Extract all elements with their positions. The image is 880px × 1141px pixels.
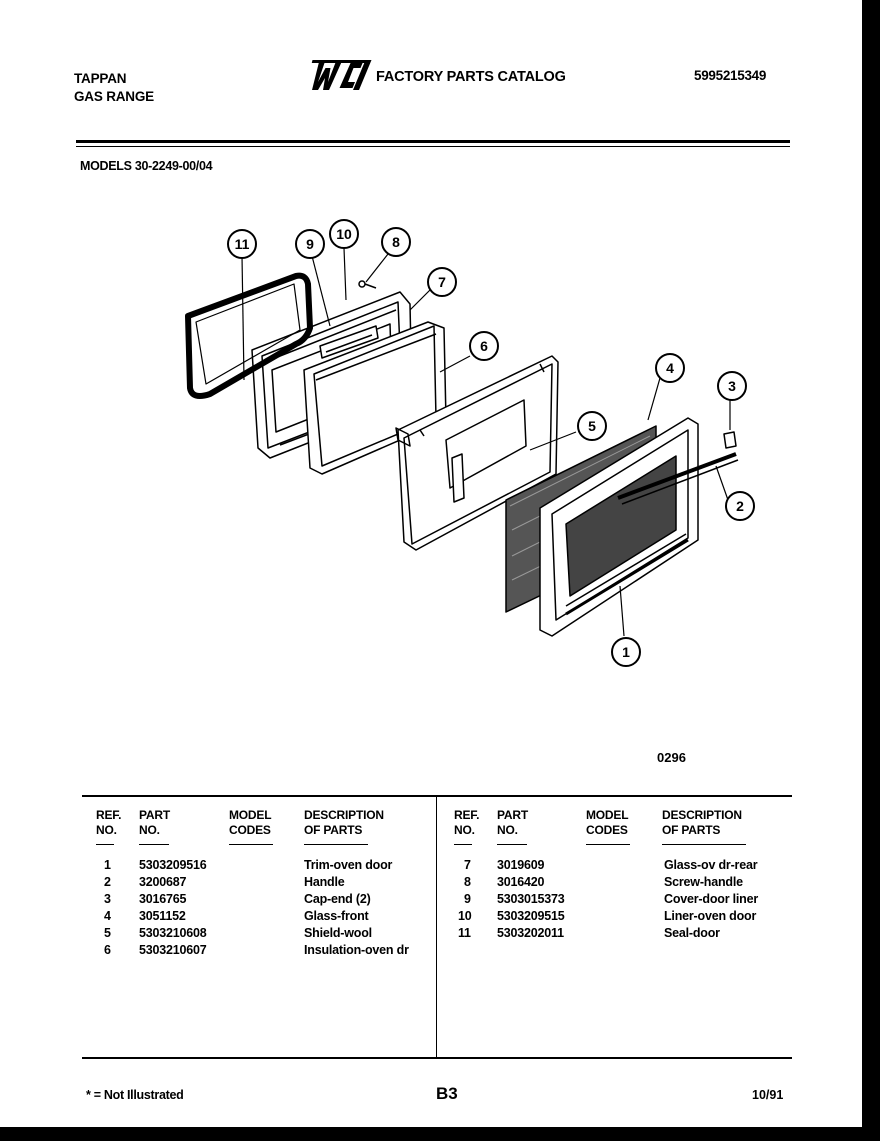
cover-door-liner-part [319, 325, 379, 359]
header-underline [586, 844, 630, 845]
exploded-door-diagram: 1 2 3 4 5 6 7 8 9 10 11 [185, 219, 755, 667]
figure-code: 0296 [657, 750, 686, 765]
svg-text:3: 3 [728, 378, 736, 394]
models-line: MODELS 30-2249-00/04 [80, 159, 213, 173]
svg-text:2: 2 [736, 498, 744, 514]
callout-3: 3 [717, 371, 747, 401]
header-underline [304, 844, 368, 845]
svg-text:5: 5 [588, 418, 596, 434]
callout-4: 4 [655, 353, 685, 383]
header-underline [139, 844, 169, 845]
wci-logo-icon [311, 60, 372, 90]
svg-text:7: 7 [438, 274, 446, 290]
revision-date: 10/91 [752, 1088, 784, 1102]
table-top-rule [82, 795, 792, 797]
cap-end-part [723, 431, 737, 449]
brand-name: TAPPAN [74, 71, 127, 86]
svg-text:4: 4 [666, 360, 674, 376]
callout-7: 7 [427, 267, 457, 297]
svg-text:11: 11 [235, 236, 250, 252]
callout-5: 5 [577, 411, 607, 441]
page-code: B3 [436, 1084, 458, 1103]
header-divider-thin [76, 146, 790, 147]
screw-handle-part [358, 280, 377, 289]
header-ref-no: REF.NO. [96, 808, 122, 837]
svg-text:8: 8 [392, 234, 400, 250]
header-underline [454, 844, 472, 845]
handle-part [617, 452, 739, 505]
table-bottom-rule [82, 1057, 792, 1059]
product-heading: TAPPAN GAS RANGE [74, 70, 154, 106]
header-ref-no-right: REF.NO. [454, 808, 480, 837]
trim-oven-door-part [539, 417, 699, 637]
svg-text:10: 10 [336, 226, 352, 242]
catalog-brand: FACTORY PARTS CATALOG [310, 58, 566, 92]
not-illustrated-note: * = Not Illustrated [86, 1088, 184, 1102]
callout-2: 2 [725, 491, 755, 521]
callout-1: 1 [611, 637, 641, 667]
catalog-number: 5995215349 [694, 68, 767, 83]
callout-6: 6 [469, 331, 499, 361]
callout-10: 10 [329, 219, 359, 249]
header-underline [662, 844, 746, 845]
header-underline [497, 844, 527, 845]
svg-text:1: 1 [622, 644, 630, 660]
header-underline [96, 844, 114, 845]
insulation-part [395, 355, 559, 551]
header-divider [76, 140, 790, 143]
callout-9: 9 [295, 229, 325, 259]
seal-door-part [185, 272, 313, 399]
svg-text:9: 9 [306, 236, 314, 252]
table-column-divider [436, 797, 437, 1057]
catalog-page: TAPPAN GAS RANGE FACTORY PARTS CATALOG 5… [0, 0, 862, 1127]
callout-8: 8 [381, 227, 411, 257]
callout-11: 11 [227, 229, 257, 259]
header-underline [229, 844, 273, 845]
catalog-title: FACTORY PARTS CATALOG [376, 69, 566, 85]
product-type: GAS RANGE [74, 89, 154, 104]
svg-text:6: 6 [480, 338, 488, 354]
